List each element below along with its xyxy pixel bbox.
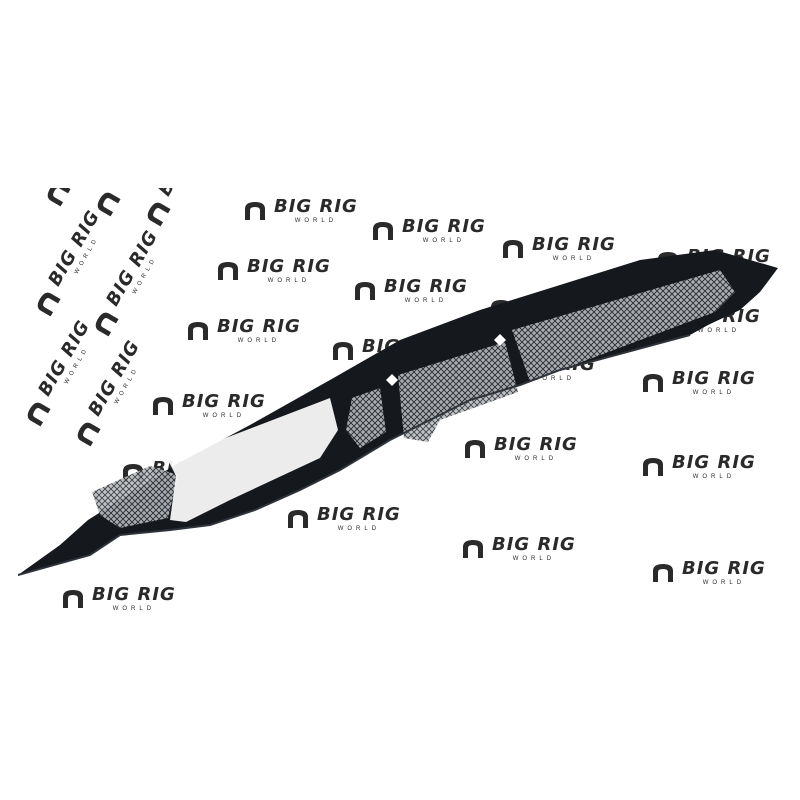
big-rig-world-logo-icon: [465, 440, 485, 458]
frame-edge: [17, 334, 691, 576]
big-rig-world-logo-icon: [97, 192, 121, 217]
logo-brand-text: BIG RIG: [317, 504, 401, 525]
logo-sub-text: WORLD: [697, 328, 741, 334]
big-rig-world-logo: BIG RIG WORLD: [30, 207, 110, 321]
big-rig-world-logo-icon: [188, 322, 208, 340]
big-rig-world-logo: BIG RIG WORLD: [40, 188, 120, 211]
big-rig-world-logo-icon: [147, 202, 171, 227]
logo-sub-text: WORLD: [112, 606, 156, 612]
mesh-panel-small: [346, 388, 386, 448]
logo-brand-text: BIG RIG: [672, 368, 756, 389]
logo-brand-text: BIG RIG: [274, 196, 358, 217]
big-rig-world-logo: BIG RIG WORLD: [140, 188, 220, 231]
big-rig-world-logo: BIG RIG WORLD: [650, 560, 766, 586]
logo-brand-text: BIG RIG: [247, 256, 331, 277]
big-rig-world-logo-icon: [333, 342, 353, 360]
big-rig-world-logo-icon: [503, 240, 523, 258]
big-rig-world-logo: BIG RIG WORLD: [640, 454, 756, 480]
big-rig-world-logo: BIG RIG WORLD: [462, 436, 578, 462]
big-rig-world-logo-icon: [95, 312, 119, 337]
logo-brand-text: BIG RIG: [494, 434, 578, 455]
logo-sub-text: WORLD: [692, 390, 736, 396]
mounting-tab-right: [494, 334, 506, 346]
big-rig-world-logo-icon: [355, 282, 375, 300]
logo-brand-text: BIG RIG: [92, 584, 176, 605]
big-rig-world-logo: BIG RIG WORLD: [500, 236, 616, 262]
big-rig-world-logo: BIG RIG WORLD: [352, 278, 468, 304]
logo-brand-text: BIG RIG: [672, 452, 756, 473]
logo-brand-text: BIG RIG: [402, 216, 486, 237]
big-rig-world-logo-icon: [653, 564, 673, 582]
logo-brand-text: BIG RIG: [217, 316, 301, 337]
big-rig-world-logo: BIG RIG WORLD: [90, 188, 170, 221]
big-rig-world-logo: BIG RIG WORLD: [242, 198, 358, 224]
logo-sub-text: WORLD: [267, 278, 311, 284]
big-rig-world-logo-icon: [218, 262, 238, 280]
logo-sub-text: WORLD: [337, 526, 381, 532]
big-rig-world-logo-icon: [643, 458, 663, 476]
big-rig-world-logo: BIG RIG WORLD: [20, 317, 100, 431]
big-rig-world-logo-icon: [245, 202, 265, 220]
logo-brand-text: BIG RIG: [384, 276, 468, 297]
logo-sub-text: WORLD: [552, 256, 596, 262]
logo-brand-text: BIG RIG: [492, 534, 576, 555]
open-cutout: [168, 398, 338, 522]
logo-sub-text: WORLD: [692, 474, 736, 480]
big-rig-world-logo: BIG RIG WORLD: [370, 218, 486, 244]
big-rig-world-logo: BIG RIG WORLD: [460, 536, 576, 562]
big-rig-world-logo: BIG RIG WORLD: [60, 586, 176, 612]
logo-sub-text: WORLD: [294, 218, 338, 224]
logo-sub-text: WORLD: [512, 556, 556, 562]
big-rig-world-logo-icon: [373, 222, 393, 240]
logo-brand-text: BIG RIG: [532, 234, 616, 255]
big-rig-world-logo: BIG RIG WORLD: [185, 318, 301, 344]
big-rig-world-logo: BIG RIG WORLD: [70, 337, 150, 451]
mesh-panel-center: [398, 342, 518, 442]
logo-sub-text: WORLD: [422, 238, 466, 244]
big-rig-world-logo: BIG RIG WORLD: [215, 258, 331, 284]
big-rig-world-logo-icon: [27, 402, 51, 427]
big-rig-world-logo: BIG RIG WORLD: [285, 506, 401, 532]
logo-sub-text: WORLD: [702, 580, 746, 586]
logo-sub-text: WORLD: [237, 338, 281, 344]
big-rig-world-logo-icon: [77, 422, 101, 447]
mesh-panel-right: [512, 270, 735, 382]
mesh-panel-left: [92, 466, 178, 528]
big-rig-world-logo-icon: [288, 510, 308, 528]
logo-sub-text: WORLD: [202, 413, 246, 419]
logo-brand-text: BIG RIG: [182, 391, 266, 412]
logo-brand-text: BIG RIG: [682, 558, 766, 579]
big-rig-world-logo: BIG RIG WORLD: [150, 393, 266, 419]
big-rig-world-logo-icon: [463, 540, 483, 558]
mounting-tab-left: [386, 374, 398, 386]
big-rig-world-logo: BIG RIG WORLD: [88, 227, 168, 341]
big-rig-world-logo-icon: [63, 590, 83, 608]
big-rig-world-logo-icon: [47, 188, 71, 207]
logo-sub-text: WORLD: [532, 376, 576, 382]
big-rig-world-logo-icon: [153, 397, 173, 415]
logo-sub-text: WORLD: [514, 456, 558, 462]
big-rig-world-logo: BIG RIG WORLD: [640, 370, 756, 396]
big-rig-world-logo-icon: [37, 292, 61, 317]
big-rig-world-logo-icon: [643, 374, 663, 392]
logo-sub-text: WORLD: [404, 298, 448, 304]
